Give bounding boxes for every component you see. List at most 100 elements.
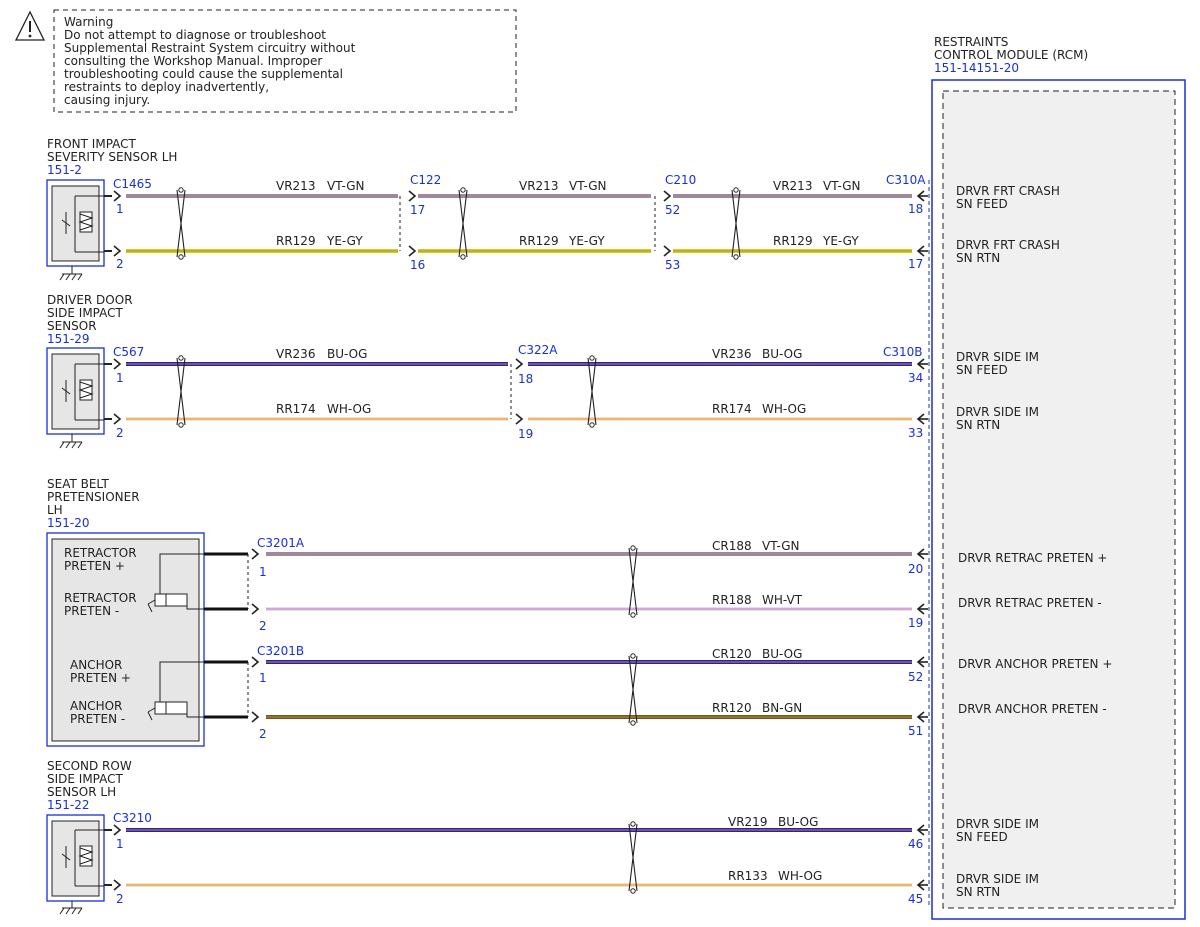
wire-color-code: VT-GN	[327, 179, 364, 193]
wire-color-code: VT-GN	[823, 179, 860, 193]
squib-icon	[147, 553, 204, 613]
second-row-side-impact-sensor: SECOND ROW SIDE IMPACT SENSOR LH 151-22	[46, 759, 132, 915]
warning-line: Do not attempt to diagnose or troublesho…	[64, 28, 326, 42]
connector-c3201b-name: C3201B	[257, 644, 304, 658]
pin-number: 45	[908, 892, 923, 906]
connector-arrow	[251, 656, 260, 668]
rcm-title: CONTROL MODULE (RCM)	[934, 48, 1088, 62]
wire-circuit: RR188	[712, 593, 752, 607]
pin-number: 19	[518, 427, 533, 441]
twist-end	[733, 187, 739, 193]
twist-end	[630, 545, 636, 551]
component-name: SENSOR	[47, 319, 97, 333]
pin-number: 18	[518, 372, 533, 386]
connector-arrow	[113, 190, 122, 202]
rcm-pin-label: DRVR RETRAC PRETEN +	[958, 551, 1108, 565]
wire-color-code: WH-OG	[778, 869, 822, 883]
wire-color-code: BU-OG	[327, 347, 367, 361]
pin-number: 1	[116, 202, 124, 216]
wire-color-code: WH-OG	[327, 402, 371, 416]
pin-number: 20	[908, 562, 923, 576]
wire-circuit: RR129	[773, 234, 813, 248]
rcm-pin-label: DRVR ANCHOR PRETEN -	[958, 702, 1107, 716]
pretensioner-label: RETRACTOR	[64, 591, 137, 605]
rcm-title: RESTRAINTS	[934, 35, 1008, 49]
component-name: FRONT IMPACT	[47, 137, 137, 151]
rcm-pin-label: SN RTN	[956, 885, 1000, 899]
wire-color-code: BN-GN	[762, 701, 802, 715]
twisted-pair-icon	[628, 547, 638, 616]
ground-icon	[59, 434, 83, 449]
wire-color-code: VT-GN	[569, 179, 606, 193]
pin-number: 52	[665, 203, 680, 217]
twist-end	[178, 187, 184, 193]
twist-end	[589, 422, 595, 428]
pin-number: 33	[908, 426, 923, 440]
connector-arrow	[113, 245, 122, 257]
wire-circuit: RR120	[712, 701, 752, 715]
squib-icon	[147, 661, 204, 721]
connector-c322a-name: C322A	[518, 343, 558, 357]
pin-number: 19	[908, 616, 923, 630]
pretensioner-label: PRETEN -	[64, 604, 119, 618]
pin-number: 2	[116, 892, 124, 906]
twist-end	[630, 612, 636, 618]
twist-end	[630, 821, 636, 827]
component-name: SEAT BELT	[47, 477, 109, 491]
component-name: SIDE IMPACT	[47, 772, 124, 786]
wire-color-code: BU-OG	[762, 647, 802, 661]
twisted-pair-icon	[176, 357, 186, 426]
ground-icon	[59, 266, 83, 281]
connector-c310b-name: C310B	[883, 345, 923, 359]
connector-arrow	[113, 413, 122, 425]
warning-line: Warning	[64, 15, 113, 29]
twisted-pair-icon	[176, 189, 186, 258]
wire-circuit: RR133	[728, 869, 768, 883]
pin-number: 2	[259, 619, 267, 633]
sensor-switch-icon	[61, 195, 104, 253]
connector-c567-name: C567	[113, 345, 144, 359]
connector-c1465-name: C1465	[113, 177, 152, 191]
wires-layer	[104, 187, 928, 894]
pin-number: 46	[908, 837, 923, 851]
component-name: SENSOR LH	[47, 785, 116, 799]
pin-number: 52	[908, 670, 923, 684]
wire-circuit: RR174	[276, 402, 316, 416]
wire-circuit: VR236	[712, 347, 751, 361]
pin-number: 2	[116, 426, 124, 440]
rcm-pin-label: DRVR FRT CRASH	[956, 238, 1060, 252]
component-ref: 151-22	[47, 798, 90, 812]
wire-circuit: RR129	[276, 234, 316, 248]
connector-arrow	[663, 245, 672, 257]
pin-number: 51	[908, 724, 923, 738]
rcm-pin-label: SN FEED	[956, 197, 1008, 211]
pin-number: 1	[259, 565, 267, 579]
twisted-pair-icon	[587, 357, 597, 426]
warning-notice: Warning Do not attempt to diagnose or tr…	[14, 9, 517, 113]
connector-c210-name: C210	[665, 173, 696, 187]
wire-color-code: WH-VT	[762, 593, 803, 607]
twisted-pair-icon	[628, 655, 638, 724]
twist-end	[460, 254, 466, 260]
pretensioner-label: RETRACTOR	[64, 546, 137, 560]
wire-color-code: YE-GY	[568, 234, 605, 248]
connector-arrow	[408, 245, 417, 257]
connector-arrow	[663, 190, 672, 202]
wire-color-code: VT-GN	[762, 539, 799, 553]
component-ref: 151-29	[47, 332, 90, 346]
connector-arrow	[515, 358, 524, 370]
warning-box	[53, 9, 517, 113]
rcm-ref: 151-14151-20	[934, 61, 1019, 75]
warning-line: troubleshooting could cause the suppleme…	[64, 67, 343, 81]
wire-circuit: CR188	[712, 539, 752, 553]
pin-number: 18	[908, 202, 923, 216]
wire-circuit: RR129	[519, 234, 559, 248]
pin-number: 2	[116, 257, 124, 271]
pretensioner-label: ANCHOR	[70, 658, 122, 672]
wire-circuit: VR219	[728, 815, 767, 829]
connector-arrow	[113, 358, 122, 370]
connector-arrow	[408, 190, 417, 202]
warning-line: consulting the Workshop Manual. Improper	[64, 54, 322, 68]
twisted-pair-icon	[731, 189, 741, 258]
twisted-pair-icon	[458, 189, 468, 258]
